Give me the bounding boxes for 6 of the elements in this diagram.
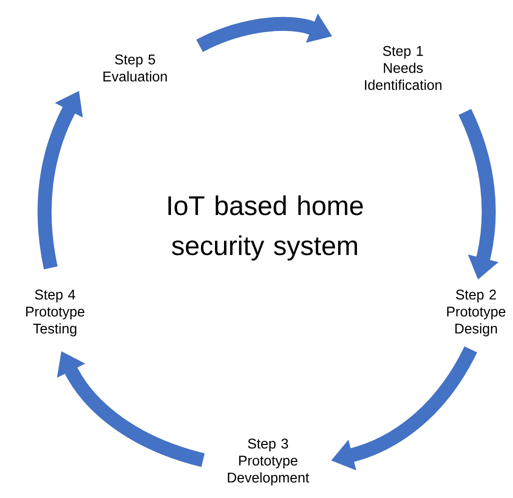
title: IoT based home security system [168,195,363,261]
step-label: Step 5 Evaluation [103,54,167,82]
step-label: Step 2 Prototype Design [447,290,506,336]
step-label: Step 4 Prototype Testing [26,290,84,336]
step-label: Step 3 Prototype Development [228,438,310,486]
step-label: Step 1 Needs Identification [365,46,442,90]
